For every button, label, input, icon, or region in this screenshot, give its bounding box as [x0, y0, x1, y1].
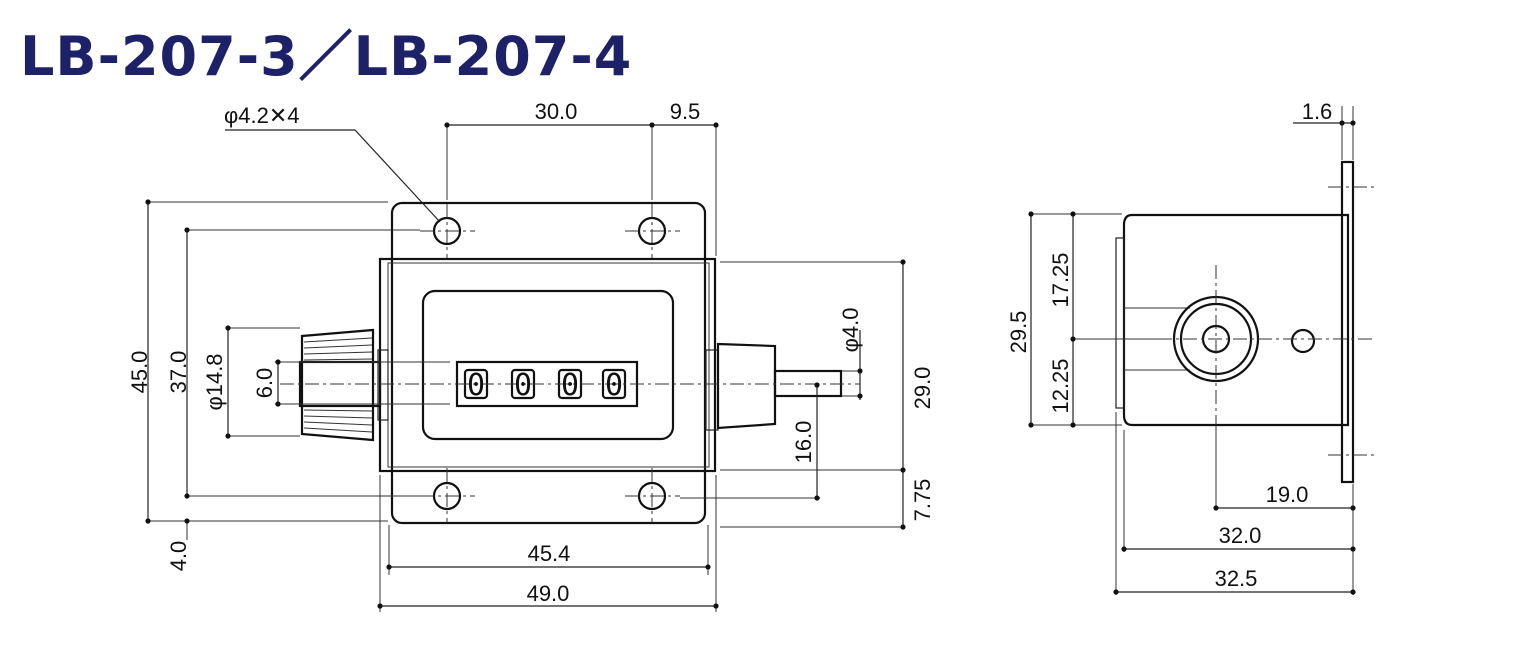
- dimension-points: [145, 122, 906, 609]
- dim-center-to-plate: 19.0: [1266, 482, 1309, 507]
- dim-bottom-margin: 7.75: [910, 479, 935, 522]
- dim-side-lower: 12.25: [1048, 358, 1073, 413]
- dim-side-upper: 17.25: [1048, 252, 1073, 307]
- counter-digit: 0: [467, 368, 485, 403]
- dim-hole-pitch-h: 30.0: [535, 99, 578, 124]
- dim-bottom-offset: 4.0: [166, 541, 191, 572]
- dim-height-total: 45.0: [127, 351, 152, 394]
- dim-plate-thickness: 1.6: [1302, 99, 1333, 124]
- side-body: [1122, 213, 1350, 427]
- reset-knob: [298, 328, 389, 442]
- counter-body-inner: [387, 262, 710, 468]
- dim-width-total: 49.0: [527, 581, 570, 606]
- counter-digit: 0: [605, 368, 623, 403]
- mounting-holes: [432, 216, 667, 511]
- drive-shaft: [705, 342, 843, 431]
- dim-body-width: 45.4: [528, 541, 571, 566]
- side-hole: [1290, 328, 1316, 354]
- side-dimension-points: [1028, 120, 1356, 595]
- dim-shaft-width: 6.0: [252, 368, 277, 399]
- dim-side-height: 29.5: [1006, 311, 1031, 354]
- counter-window: [421, 289, 675, 441]
- counter-digit: 0: [514, 368, 532, 403]
- dim-total-depth: 32.5: [1215, 566, 1258, 591]
- counter-digit: 0: [561, 368, 579, 403]
- page-title: LB-207-3／LB-207-4: [20, 25, 633, 88]
- hole-note-label: φ4.2✕4: [224, 103, 300, 128]
- dim-body-height: 29.0: [910, 367, 935, 410]
- dim-shaft-diameter: φ4.0: [838, 308, 863, 353]
- dim-shaft-height: 16.0: [791, 421, 816, 464]
- dim-body-depth: 32.0: [1219, 523, 1262, 548]
- side-mounting-plate: [1340, 160, 1355, 484]
- dim-knob-diameter: φ14.8: [202, 353, 227, 410]
- mounting-plate: [390, 201, 707, 525]
- dim-hole-pitch-v: 37.0: [166, 351, 191, 394]
- front-view: 0 0 0 0 φ4.2✕4 30.0 9.5 45.0 37.0 φ14.8 …: [127, 99, 935, 612]
- side-view: 1.6 29.5 17.25 12.25 19.0 32.0 32.5: [1006, 99, 1378, 595]
- dim-right-offset: 9.5: [670, 99, 701, 124]
